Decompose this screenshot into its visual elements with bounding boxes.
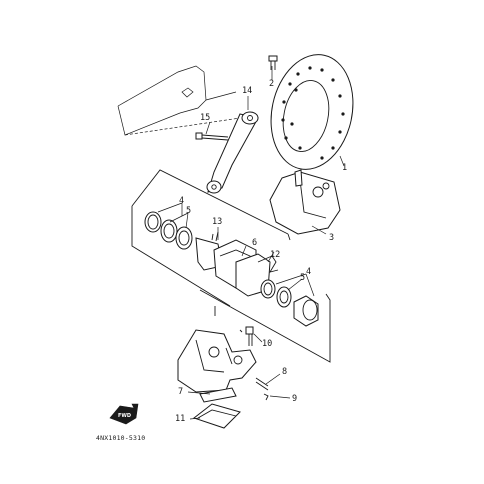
pad-spring <box>257 255 279 273</box>
callout-12: 12 <box>270 250 280 260</box>
callout-4-right: 4 <box>306 267 311 277</box>
torque-rod <box>206 111 259 194</box>
pad-pin <box>255 377 269 401</box>
callout-15: 15 <box>200 113 210 123</box>
diagram-code: 4NX1010-5310 <box>96 434 145 442</box>
pad-clip <box>199 387 237 403</box>
callout-1: 1 <box>342 163 347 173</box>
brake-pads <box>195 231 271 297</box>
fwd-arrow-icon: FWD <box>109 403 139 425</box>
callout-4-left: 4 <box>179 196 184 206</box>
caliper-body <box>177 329 257 393</box>
fwd-label: FWD <box>118 413 131 419</box>
disc-holes <box>281 66 345 160</box>
callout-8: 8 <box>282 367 287 377</box>
callout-9: 9 <box>292 394 297 404</box>
callout-14: 14 <box>242 86 252 96</box>
torque-rod-bolt <box>195 132 229 141</box>
bleed-screw <box>245 326 254 346</box>
callout-3: 3 <box>329 233 334 243</box>
swingarm <box>117 65 241 136</box>
callout-7: 7 <box>178 387 183 397</box>
leader-lines <box>157 66 345 420</box>
callout-5-right: 5 <box>300 273 305 283</box>
piston-seal-set-right <box>260 279 319 327</box>
pad-support <box>192 403 241 429</box>
callout-10: 10 <box>262 339 272 349</box>
disc-bolt <box>268 55 278 70</box>
callout-11: 11 <box>175 414 185 424</box>
callout-5-left: 5 <box>186 206 191 216</box>
piston-seal-set-left <box>144 211 193 250</box>
brake-disc <box>270 54 354 170</box>
exploded-caliper-box <box>131 169 331 363</box>
callout-6: 6 <box>252 238 257 248</box>
callout-13: 13 <box>212 217 222 227</box>
callout-labels: 1 2 3 4 5 4 5 6 7 8 9 10 11 12 13 14 15 <box>175 79 347 424</box>
caliper-assembly <box>269 169 341 235</box>
callout-2: 2 <box>269 79 274 89</box>
